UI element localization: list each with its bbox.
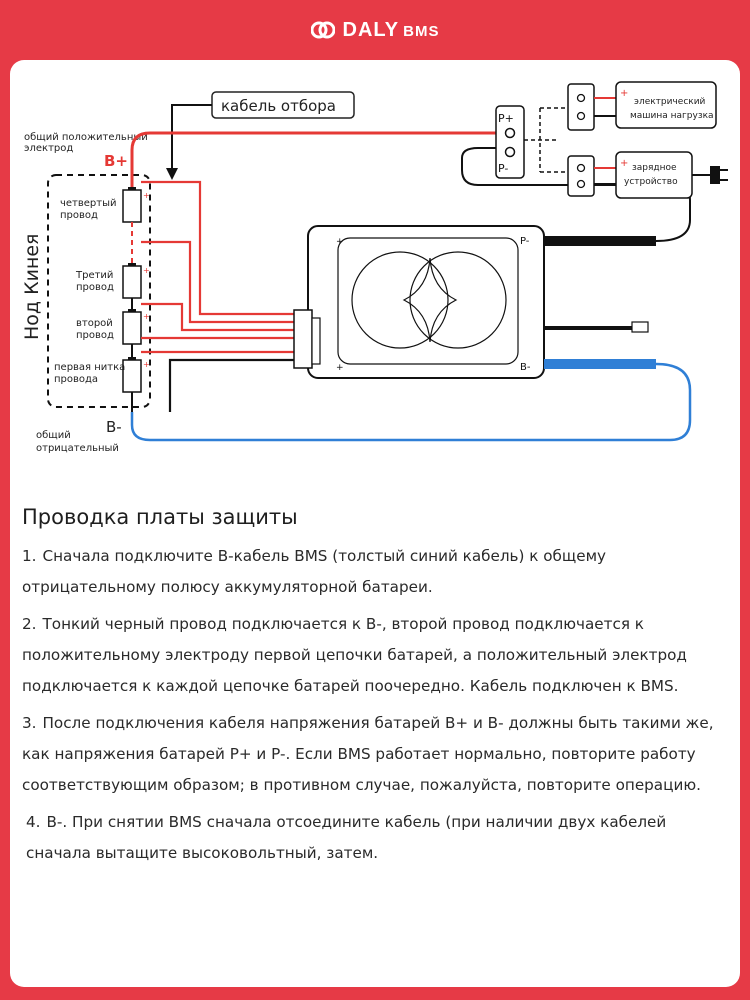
wire-4-label-2: провод (60, 210, 98, 221)
battery-cell-1: + (122, 357, 150, 393)
battery-cell-4: + (122, 187, 150, 223)
p-plus-label: P+ (498, 112, 514, 125)
instructions-heading: Проводка платы защиты (22, 505, 298, 529)
bminus-blue-cable (544, 359, 656, 369)
load-box (615, 81, 717, 129)
sense-wire-4 (141, 180, 295, 316)
step-4: 4.B-. При снятии BMS сначала отсоедините… (26, 813, 667, 862)
p-minus-terminal (504, 146, 516, 158)
charger-switch-terminal (576, 163, 586, 173)
content-card: Нод Кинея общий положительный электрод B… (10, 60, 740, 987)
p-terminal-box (495, 105, 525, 179)
wire-3-label-2: провод (76, 282, 114, 293)
common-negative-label-2: отрицательный (36, 443, 119, 454)
load-label-2: машина нагрузка (630, 111, 714, 121)
charger-label: зарядное (632, 163, 677, 173)
battery-pack-outline (47, 174, 151, 408)
b-plus-wire (130, 131, 496, 195)
wiring-diagram: Нод Кинея общий положительный электрод B… (21, 81, 728, 454)
instructions: Проводка платы защиты 1.Сначала подключи… (22, 505, 722, 875)
board-pminus-label: P- (520, 236, 530, 247)
sense-cable-label: кабель отбора (221, 97, 336, 115)
step-2: 2.Тонкий черный провод подключается к B-… (22, 615, 687, 695)
svg-text:+: + (143, 312, 150, 321)
temp-wire (544, 326, 636, 330)
svg-text:+: + (143, 360, 150, 369)
wire-1-label-2: провода (54, 374, 98, 385)
sense-wire-2 (141, 302, 295, 332)
charger-plus-sign: + (620, 158, 628, 169)
load-plus-sign: + (620, 88, 628, 99)
charger-switch-terminal (576, 179, 586, 189)
wire-2-label-2: провод (76, 330, 114, 341)
pminus-cable (544, 236, 656, 246)
sense-cable-arrowhead (166, 168, 178, 180)
bminus-blue-wire (130, 362, 692, 442)
wire-4-label: четвертый (60, 198, 117, 209)
pminus-cable-loop (461, 147, 691, 242)
step-3: 3.После подключения кабеля напряжения ба… (22, 714, 714, 794)
plug-icon (710, 166, 720, 184)
b-plus-label: B+ (104, 152, 128, 170)
node-label: Нод Кинея (21, 234, 43, 340)
bms-logo-left (351, 251, 449, 349)
bms-board (307, 225, 545, 379)
board-bminus-label: B- (520, 362, 531, 373)
load-switch-box (567, 83, 595, 131)
load-label: электрический (634, 97, 706, 107)
common-negative-label: общий (36, 430, 71, 441)
b-minus-label: B- (106, 418, 122, 436)
p-minus-label: P- (498, 162, 508, 175)
p-plus-terminal (504, 127, 516, 139)
sense-wire-3 (141, 240, 295, 324)
bms-logo-star (402, 257, 458, 343)
load-switch-terminal (576, 111, 586, 121)
balance-connector-plug (311, 317, 321, 365)
board-plus-label: + (336, 237, 344, 247)
battery-cell-3: + (122, 263, 150, 299)
board-plus-label-2: + (336, 363, 344, 373)
sense-cable-arrow (171, 104, 212, 170)
charger-switch-box (567, 155, 595, 197)
load-switch-terminal (576, 93, 586, 103)
sense-wire-black (168, 358, 295, 412)
common-positive-label: общий положительный (24, 132, 148, 143)
temp-wire-plug (631, 321, 649, 333)
wire-2-label: второй (76, 318, 113, 329)
charger-label-2: устройство (624, 177, 678, 187)
common-positive-label-2: электрод (24, 143, 73, 154)
bms-logo-right (409, 251, 507, 349)
bms-board-inner (337, 237, 519, 365)
wire-3-label: Третий (75, 270, 113, 281)
balance-connector (293, 309, 313, 369)
step-1: 1.Сначала подключите B-кабель BMS (толст… (22, 547, 607, 596)
daly-logo-icon (310, 21, 335, 39)
svg-text:+: + (143, 266, 150, 275)
svg-text:+: + (143, 191, 150, 200)
wire-1-label: первая нитка (54, 362, 125, 373)
